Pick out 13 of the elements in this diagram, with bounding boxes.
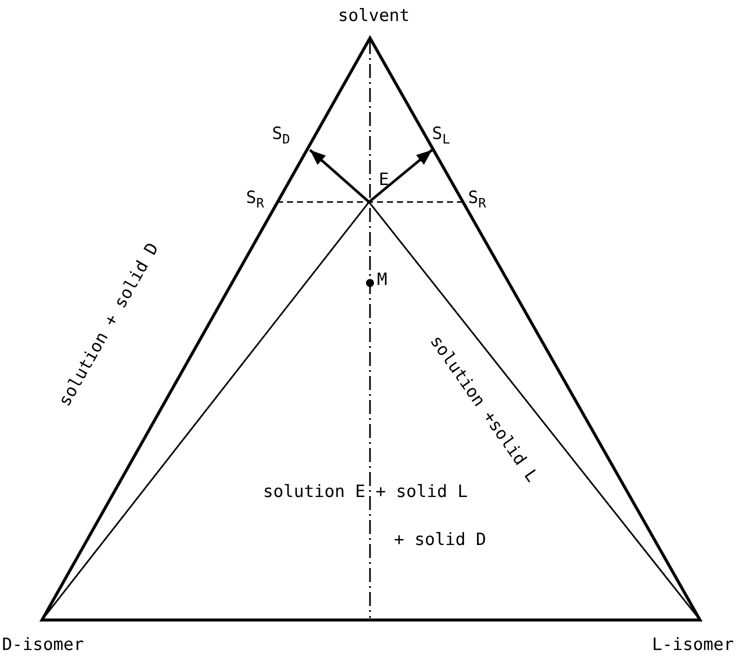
point-label: S$_{R}$ [468,188,486,214]
region-label: solution E + solid L [263,482,468,502]
point-label: S$_{L}$ [432,124,470,150]
point-label: E [369,170,389,202]
region-label: + solid D [394,530,486,550]
arrow [368,149,433,203]
vertex-label: D-isomer [2,635,84,655]
arrow [309,149,370,203]
vertex-label: solvent [338,6,410,26]
point-label: S$_{R}$ [246,188,264,214]
point-label: M [377,270,388,290]
point-label: S$_{D}$ [272,124,310,150]
vertex-label: L-isomer [652,635,734,655]
